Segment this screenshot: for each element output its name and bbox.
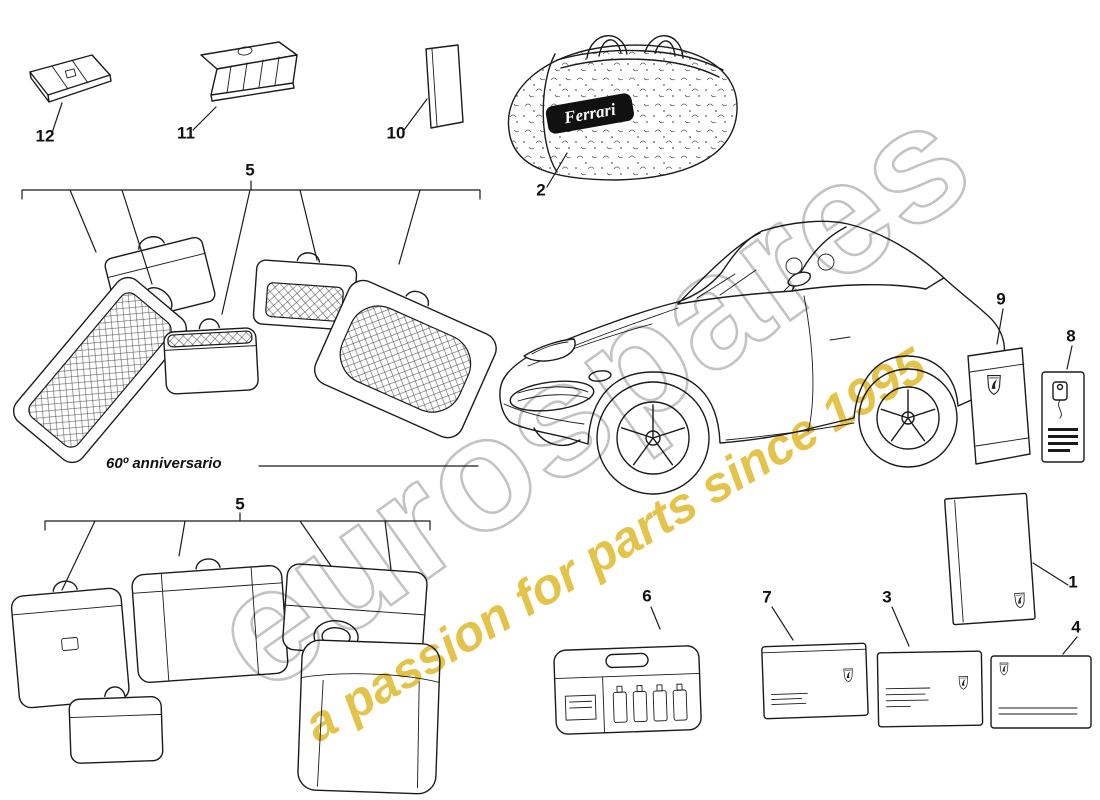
vanity-case: [163, 318, 259, 395]
manual-right-drawing: [990, 655, 1092, 729]
owners-folder-drawing: [944, 492, 1036, 626]
windshield-wipers: [696, 269, 757, 299]
service-card-drawing: [1041, 371, 1085, 463]
manual-middle-drawing: [876, 650, 984, 728]
part-number-9[interactable]: 9: [996, 289, 1006, 309]
vanity-case-bottom: [68, 686, 164, 764]
manual-left-drawing: [761, 642, 869, 720]
luggage-set-bottom-drawing: [10, 558, 441, 795]
part-number-11[interactable]: 11: [177, 123, 195, 143]
part-number-4[interactable]: 4: [1071, 617, 1081, 637]
sunshade-small-drawing: [29, 54, 112, 103]
part-number-5-bottom[interactable]: 5: [235, 494, 245, 514]
part-number-10[interactable]: 10: [386, 123, 406, 143]
luggage-set-top-drawing: [12, 236, 497, 464]
headlight: [523, 338, 576, 362]
document-pouch-drawing: [967, 347, 1031, 465]
part-number-12[interactable]: 12: [35, 126, 55, 146]
part-number-3[interactable]: 3: [882, 587, 892, 607]
tall-travel-bag: [297, 639, 441, 795]
part-number-5-top[interactable]: 5: [245, 160, 255, 180]
part-number-2[interactable]: 2: [536, 180, 546, 200]
garment-case: [12, 276, 188, 464]
car-cover-bag-drawing: Ferrari: [507, 35, 738, 181]
part-number-8[interactable]: 8: [1066, 326, 1076, 346]
car-illustration: [499, 220, 1006, 495]
part-number-7[interactable]: 7: [762, 587, 772, 607]
care-kit-drawing: [553, 645, 702, 735]
document-booklet-drawing: [425, 44, 464, 129]
anniversario-label: 60º anniversario: [106, 455, 222, 472]
ferrari-logo-patch: Ferrari: [545, 93, 634, 134]
sunshade-large-drawing: [200, 41, 298, 102]
part-number-6[interactable]: 6: [642, 586, 652, 606]
suitcase-large: [313, 279, 497, 439]
side-mirror: [787, 271, 811, 287]
bottles: [612, 683, 688, 723]
suitcase-left: [10, 580, 130, 709]
part-number-1[interactable]: 1: [1068, 572, 1078, 592]
suitcase-large-bottom: [131, 558, 289, 683]
far-front-wheel: [533, 427, 581, 447]
grille: [509, 380, 595, 412]
